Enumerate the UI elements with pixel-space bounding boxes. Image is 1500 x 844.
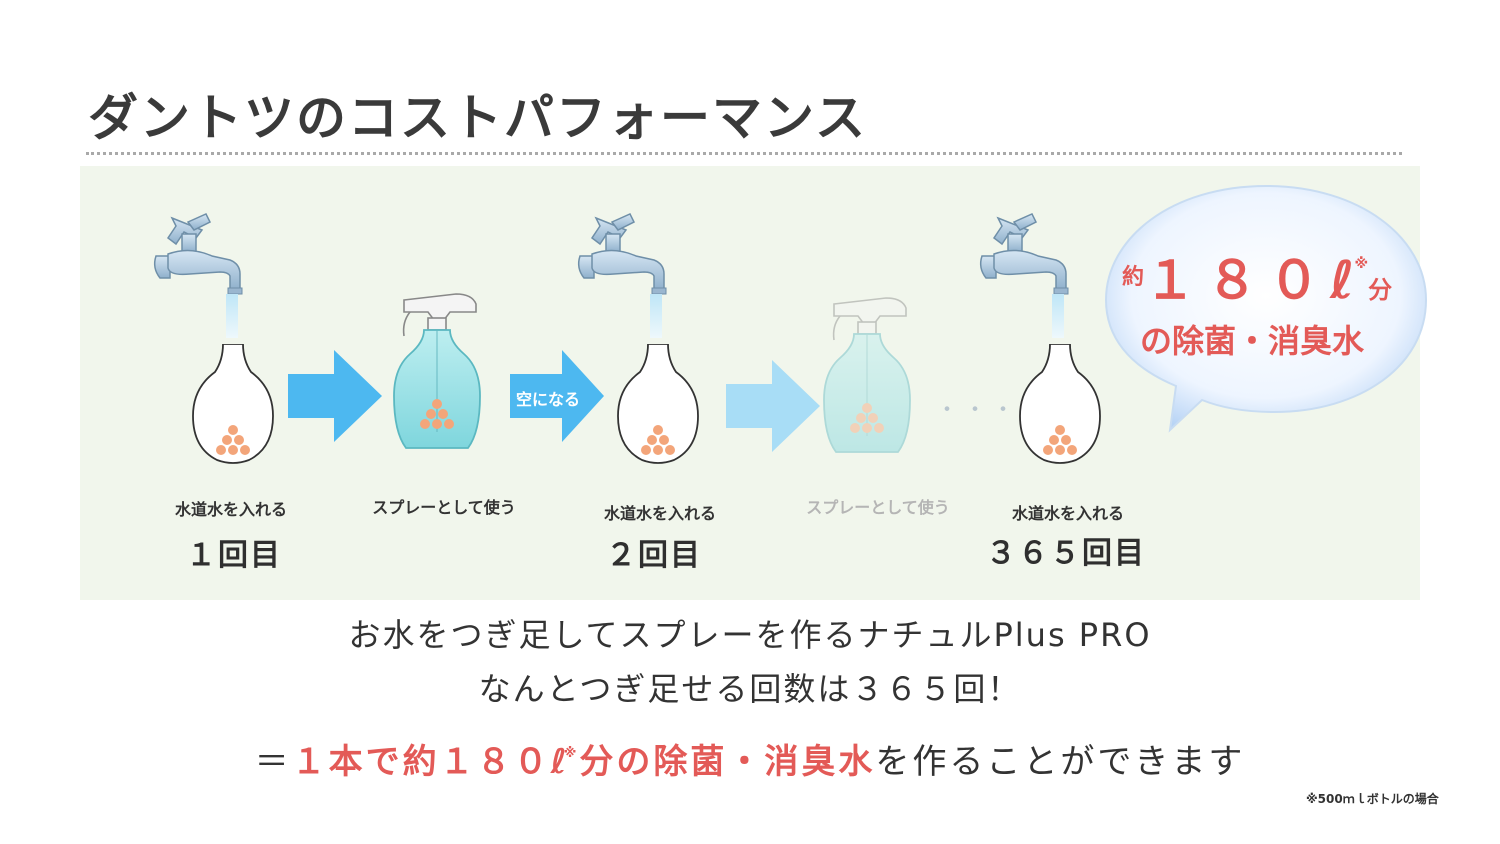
spray-bottle-icon bbox=[823, 297, 911, 453]
bubble-amount: 約１８０ℓ※ 分 bbox=[1122, 238, 1422, 313]
speech-bubble-icon bbox=[1104, 184, 1428, 433]
faucet-icon bbox=[577, 213, 667, 295]
water-stream bbox=[1052, 294, 1064, 338]
step3-action: 水道水を入れる bbox=[603, 504, 716, 523]
step5-count: ３６５回目 bbox=[986, 536, 1146, 571]
bubble-mark: ※ bbox=[1354, 256, 1369, 272]
bubble-amount-value: １８０ℓ bbox=[1144, 251, 1365, 311]
arrow-empty-label: 空になる bbox=[516, 390, 581, 409]
arrow-right-icon bbox=[288, 350, 382, 442]
water-bottle-icon bbox=[1019, 344, 1101, 464]
water-bottle-icon bbox=[617, 344, 699, 464]
footnote: ※500ｍｌボトルの場合 bbox=[1306, 792, 1439, 806]
faucet-icon bbox=[153, 213, 243, 295]
water-bottle-icon bbox=[192, 344, 274, 464]
step1-action: 水道水を入れる bbox=[174, 500, 287, 519]
line3-red2: 分の除菌・消臭水 bbox=[579, 742, 876, 782]
body-line3: ＝１本で約１８０ℓ※分の除菌・消臭水を作ることができます bbox=[0, 734, 1500, 783]
title-divider bbox=[86, 152, 1402, 155]
step2-action: スプレーとして使う bbox=[372, 498, 516, 517]
arrow-right-icon bbox=[726, 360, 820, 452]
bubble-prefix: 約 bbox=[1122, 265, 1145, 290]
water-stream bbox=[226, 294, 238, 338]
step3-count: ２回目 bbox=[606, 538, 702, 573]
step1-count: １回目 bbox=[186, 538, 282, 573]
water-stream bbox=[650, 294, 662, 338]
faucet-icon bbox=[979, 213, 1069, 295]
step5-action: 水道水を入れる bbox=[1011, 504, 1124, 523]
line3-prefix: ＝ bbox=[254, 742, 292, 782]
line3-suffix: を作ることができます bbox=[875, 742, 1246, 782]
bubble-suffix: 分 bbox=[1368, 276, 1393, 304]
bubble-line2: の除菌・消臭水 bbox=[1140, 322, 1365, 360]
line3-red1: １本で約１８０ℓ bbox=[291, 742, 570, 782]
spray-bottle-icon bbox=[393, 293, 481, 449]
arrow-right-icon bbox=[510, 350, 604, 442]
step4-action: スプレーとして使う bbox=[806, 498, 950, 517]
body-line2: なんとつぎ足せる回数は３６５回！ bbox=[478, 670, 1022, 708]
page-title: ダントツのコストパフォーマンス bbox=[88, 89, 867, 147]
line3-mark: ※ bbox=[563, 746, 580, 761]
ellipsis: ・・・ bbox=[936, 398, 1021, 423]
body-line1: お水をつぎ足してスプレーを作るナチュルPlus PRO bbox=[348, 616, 1152, 654]
